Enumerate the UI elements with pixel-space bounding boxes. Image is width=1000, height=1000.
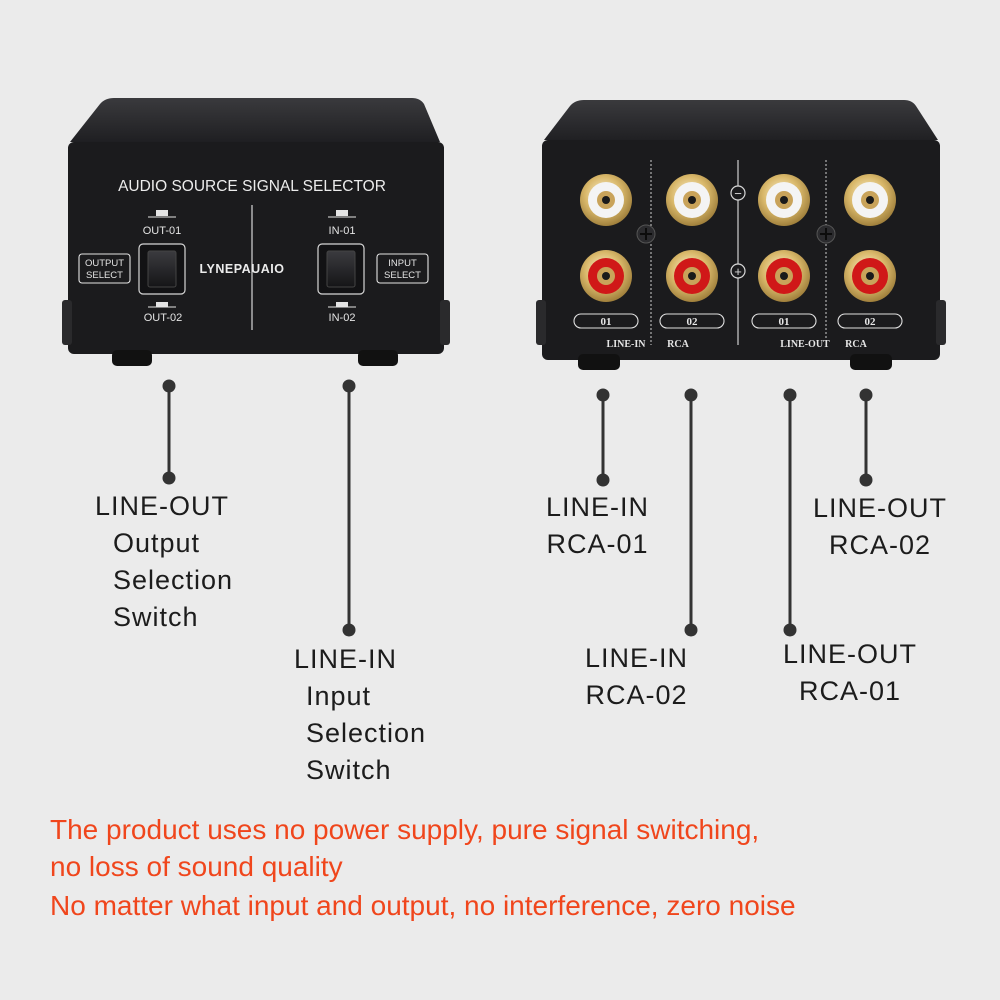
callout-title: LINE-OUT xyxy=(813,493,948,523)
callout-title: LINE-IN xyxy=(585,643,689,673)
rear-device-face xyxy=(542,140,940,360)
rca-jack-line-out-01-red[interactable] xyxy=(758,250,810,302)
rca-jack-line-out-02-white[interactable] xyxy=(844,174,896,226)
callout-sub: RCA-02 xyxy=(585,680,688,710)
input-select-button[interactable] xyxy=(317,243,365,295)
note-line-3: No matter what input and output, no inte… xyxy=(50,890,796,921)
note-line-1: The product uses no power supply, pure s… xyxy=(50,814,760,845)
front-foot-right xyxy=(358,350,398,366)
rca-jack-line-out-02-red[interactable] xyxy=(844,250,896,302)
output-select-label-2: SELECT xyxy=(86,270,123,281)
output-select-button[interactable] xyxy=(138,243,186,295)
in-01-label: IN-01 xyxy=(329,225,356,237)
rear-foot-left xyxy=(578,354,620,370)
badge-line-out-01: 01 xyxy=(779,316,790,328)
callout-line-out-switch: LINE-OUT Output Selection Switch xyxy=(95,488,233,636)
rca-jack-line-in-02-white[interactable] xyxy=(666,174,718,226)
callout-title: LINE-OUT xyxy=(783,639,918,669)
badge-line-out-02: 02 xyxy=(865,316,877,328)
callout-line: Switch xyxy=(113,602,199,632)
callout-line-in-rca-02: LINE-IN RCA-02 xyxy=(585,640,688,714)
plus-symbol: + xyxy=(734,264,742,279)
in-02-label: IN-02 xyxy=(329,312,356,324)
callout-line-out-rca-02: LINE-OUT RCA-02 xyxy=(813,490,947,564)
callout-line: Output xyxy=(113,528,201,558)
rca-jack-line-in-02-red[interactable] xyxy=(666,250,718,302)
note-line-2: no loss of sound quality xyxy=(50,851,343,882)
callout-line: Switch xyxy=(306,755,392,785)
rear-device-top xyxy=(544,100,938,140)
rca-jack-line-out-01-white[interactable] xyxy=(758,174,810,226)
rear-line-in-label: LINE-IN xyxy=(607,339,647,350)
rear-line-out-rca-label: RCA xyxy=(845,339,867,350)
badge-line-in-02: 02 xyxy=(687,316,699,328)
front-panel-title: AUDIO SOURCE SIGNAL SELECTOR xyxy=(118,178,386,195)
rca-jack-line-in-01-white[interactable] xyxy=(580,174,632,226)
minus-symbol: − xyxy=(734,186,742,201)
output-select-label-1: OUTPUT xyxy=(85,258,124,269)
front-foot-left xyxy=(112,350,152,366)
out-02-label: OUT-02 xyxy=(144,312,183,324)
callout-sub: RCA-01 xyxy=(546,529,649,559)
rear-line-in-rca-label: RCA xyxy=(667,339,689,350)
screw-icon xyxy=(636,224,656,244)
rear-device-image: − + 01 02 01 02 LINE-IN xyxy=(536,100,946,370)
callout-line: Selection xyxy=(113,565,234,595)
callout-title: LINE-OUT xyxy=(95,491,230,521)
rca-jack-line-in-01-red[interactable] xyxy=(580,250,632,302)
callout-line-in-rca-01: LINE-IN RCA-01 xyxy=(546,489,649,563)
callout-line: Input xyxy=(306,681,372,711)
screw-icon xyxy=(816,224,836,244)
badge-line-in-01: 01 xyxy=(601,316,612,328)
brand-logo-text: LYNEPAUAIO xyxy=(200,262,285,276)
callout-sub: RCA-01 xyxy=(798,676,902,706)
input-select-label-2: SELECT xyxy=(384,270,421,281)
rear-line-out-label: LINE-OUT xyxy=(780,339,830,350)
output-select-box xyxy=(78,253,131,284)
callout-title: LINE-IN xyxy=(546,492,650,522)
input-select-box xyxy=(376,253,429,284)
callout-title: LINE-IN xyxy=(294,644,398,674)
front-device-top xyxy=(70,98,440,142)
callout-line: Selection xyxy=(306,718,427,748)
callout-line-out-rca-01: LINE-OUT RCA-01 xyxy=(783,636,917,710)
out-01-label: OUT-01 xyxy=(143,225,182,237)
front-device-image: AUDIO SOURCE SIGNAL SELECTOR OUT-01 OUTP… xyxy=(62,98,450,366)
callout-sub: RCA-02 xyxy=(828,530,932,560)
rear-foot-right xyxy=(850,354,892,370)
input-select-label-1: INPUT xyxy=(388,258,417,269)
front-device-face xyxy=(68,142,444,354)
callout-line-in-switch: LINE-IN Input Selection Switch xyxy=(294,641,426,789)
